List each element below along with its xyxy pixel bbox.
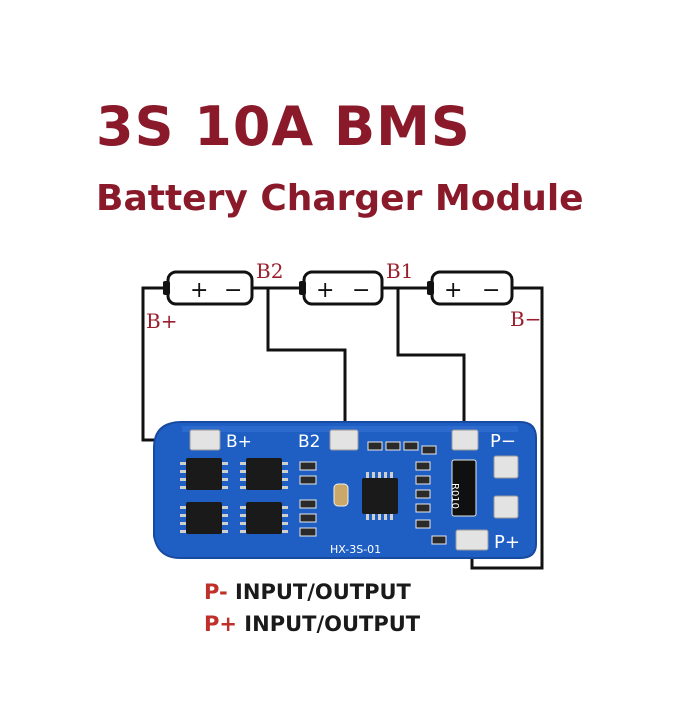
silk-p-plus: P+ xyxy=(494,532,520,553)
label-b-plus: B+ xyxy=(146,309,177,333)
pad-b2 xyxy=(329,429,359,451)
capacitor xyxy=(333,483,349,507)
battery-cell-1: + − xyxy=(163,270,254,306)
title: 3S 10A BMS xyxy=(96,95,471,158)
pcb-board: B+ B2 P− P+ HX-3S-01 xyxy=(153,421,537,559)
silk-model: HX-3S-01 xyxy=(330,543,381,556)
pin-name: P+ xyxy=(204,612,237,636)
label-b-minus: B− xyxy=(510,307,541,331)
shunt-resistor xyxy=(451,459,477,517)
cell-minus-label: − xyxy=(352,278,370,303)
pin-desc: INPUT/OUTPUT xyxy=(237,612,421,636)
silk-p-minus: P− xyxy=(490,431,516,452)
pad-b-plus xyxy=(189,429,221,451)
wire-b-minus xyxy=(470,286,544,570)
battery-cell-2: + − xyxy=(299,270,384,306)
label-b1: B1 xyxy=(386,259,413,283)
cell-plus-label: + xyxy=(444,278,462,303)
pad-p-minus xyxy=(493,455,519,479)
label-b2: B2 xyxy=(256,259,283,283)
pad-b-minus xyxy=(455,529,489,551)
wire-b2 xyxy=(266,288,347,440)
cell-minus-label: − xyxy=(482,278,500,303)
wire-b1 xyxy=(396,288,466,440)
pin-p-minus-line: P- INPUT/OUTPUT xyxy=(204,580,411,604)
pad-p-plus xyxy=(493,495,519,519)
wires xyxy=(141,286,544,570)
silk-b-plus: B+ xyxy=(226,432,252,452)
pin-name: P- xyxy=(204,580,228,604)
silk-b2: B2 xyxy=(298,432,320,452)
cell-minus-label: − xyxy=(224,278,242,303)
battery-cell-3: + − xyxy=(427,270,514,306)
shunt-marking: R010 xyxy=(449,483,460,509)
protection-ic xyxy=(362,478,398,514)
cell-plus-label: + xyxy=(316,278,334,303)
pin-p-plus-line: P+ INPUT/OUTPUT xyxy=(204,612,420,636)
cell-plus-label: + xyxy=(190,278,208,303)
subtitle: Battery Charger Module xyxy=(96,178,584,219)
mosfets xyxy=(186,458,282,534)
pin-desc: INPUT/OUTPUT xyxy=(227,580,411,604)
pad-b1 xyxy=(451,429,479,451)
